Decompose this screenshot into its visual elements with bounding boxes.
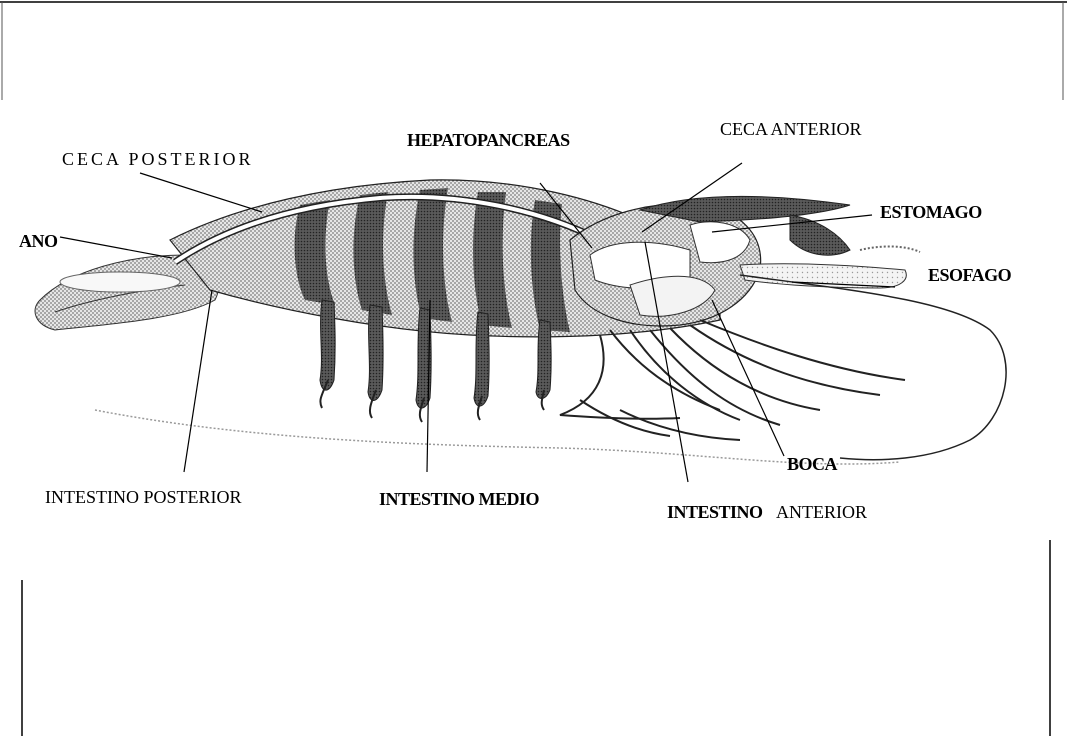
label-intestino-posterior: INTESTINO POSTERIOR bbox=[45, 487, 242, 507]
leader-intestino-posterior bbox=[184, 290, 212, 472]
leader-boca bbox=[712, 300, 784, 456]
label-ano: ANO bbox=[19, 231, 58, 251]
label-ceca-anterior: CECA ANTERIOR bbox=[720, 119, 862, 139]
label-estomago: ESTOMAGO bbox=[880, 202, 982, 222]
label-intestino-medio: INTESTINO MEDIO bbox=[379, 489, 540, 509]
label-ceca-posterior: CECA POSTERIOR bbox=[62, 149, 254, 169]
label-intestino-anterior-bold: INTESTINO bbox=[667, 502, 763, 522]
label-esofago: ESOFAGO bbox=[928, 265, 1012, 285]
label-boca: BOCA bbox=[787, 454, 838, 474]
label-hepatopancreas: HEPATOPANCREAS bbox=[407, 130, 570, 150]
shrimp-illustration bbox=[35, 180, 1006, 464]
leader-ceca-posterior bbox=[140, 173, 262, 212]
label-intestino-anterior-regular: ANTERIOR bbox=[776, 502, 867, 522]
leader-ano bbox=[60, 237, 172, 258]
